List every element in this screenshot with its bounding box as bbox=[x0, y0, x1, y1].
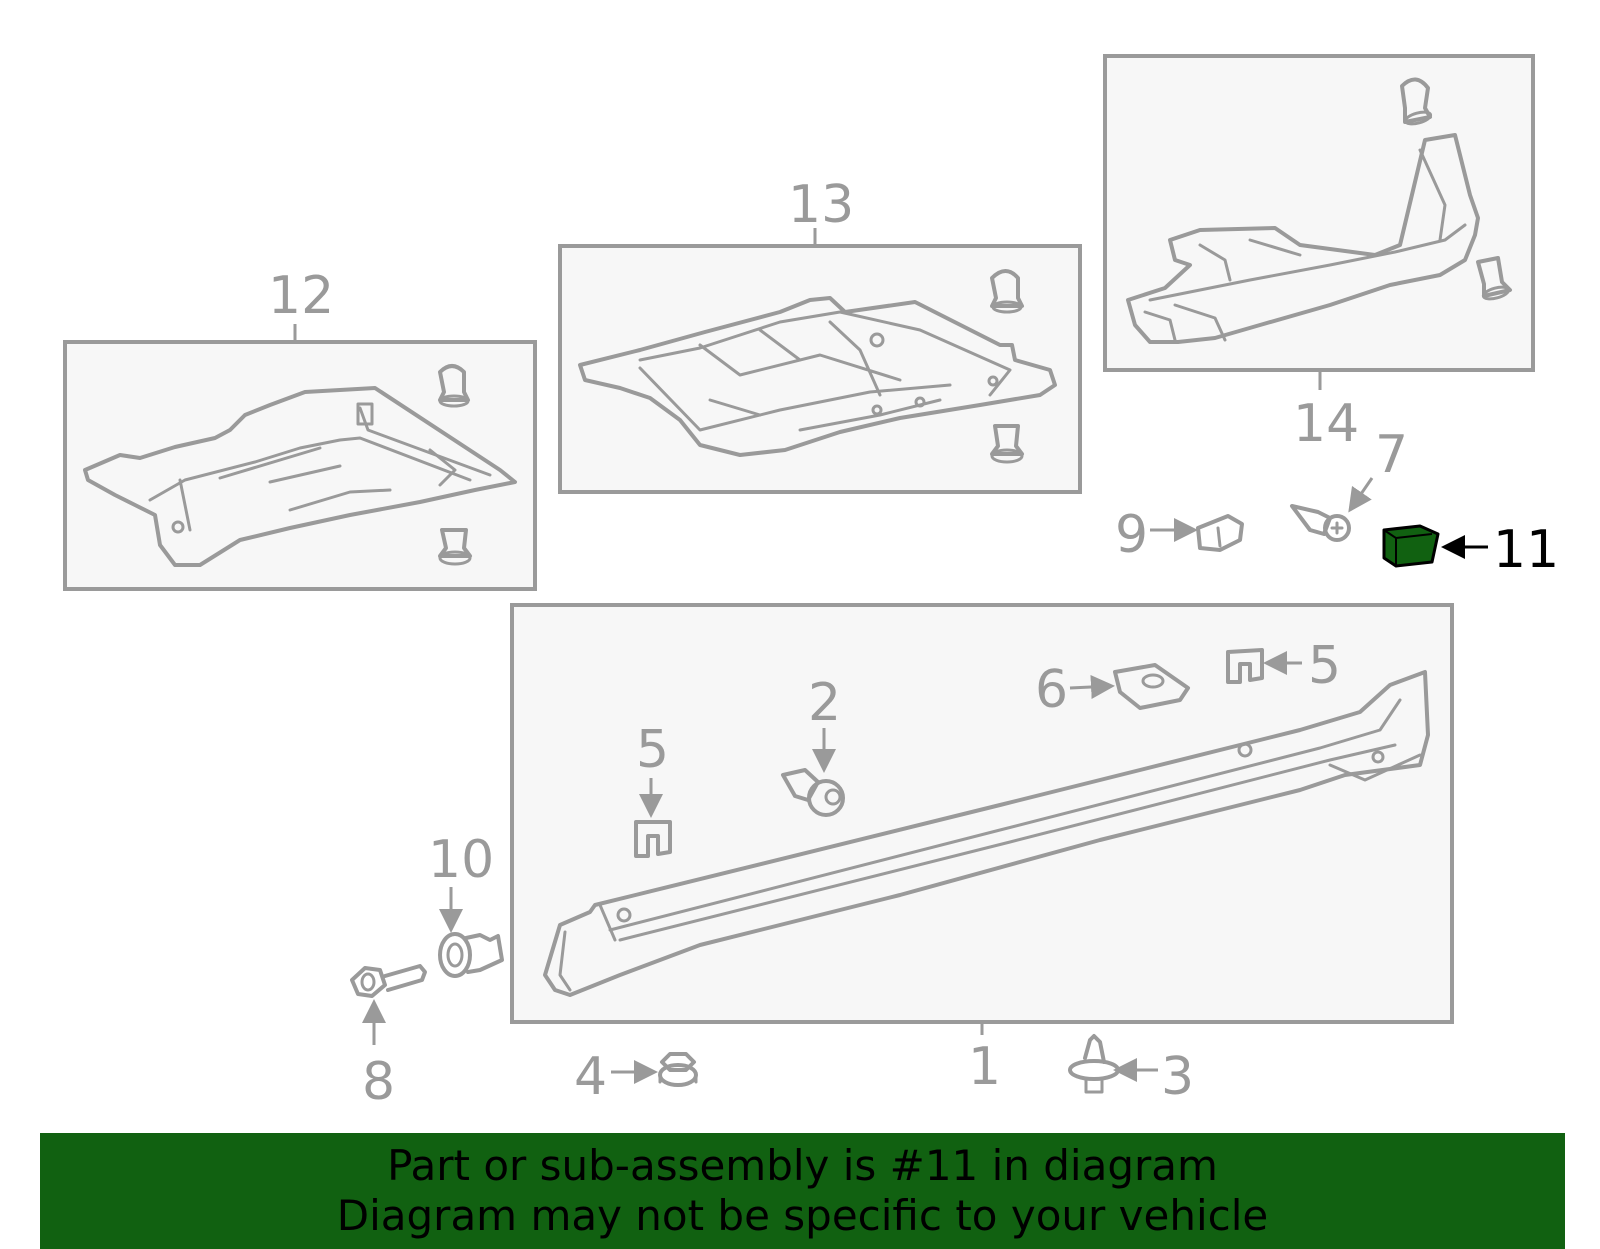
group-14-box bbox=[1103, 54, 1535, 390]
part-5-clip-left bbox=[634, 820, 672, 858]
part-7-screw bbox=[1290, 504, 1351, 542]
callout-12: 12 bbox=[268, 266, 334, 326]
part-2-clip bbox=[781, 768, 845, 817]
callout-3: 3 bbox=[1161, 1047, 1194, 1107]
part-3-pin-clip bbox=[1068, 1034, 1120, 1094]
part-9-cap bbox=[1196, 514, 1244, 552]
banner-line-2: Diagram may not be specific to your vehi… bbox=[336, 1191, 1269, 1240]
part-5-clip-right bbox=[1226, 648, 1264, 684]
callout-5-right: 5 bbox=[1308, 636, 1341, 696]
banner-line-1: Part or sub-assembly is #11 in diagram bbox=[387, 1141, 1218, 1190]
callout-14: 14 bbox=[1293, 394, 1359, 454]
callout-9: 9 bbox=[1115, 505, 1148, 565]
group-12-box bbox=[63, 324, 537, 591]
clip-12-upper bbox=[438, 364, 470, 408]
callout-8: 8 bbox=[362, 1052, 395, 1112]
callout-5-left: 5 bbox=[636, 720, 669, 780]
part-4-nut bbox=[658, 1052, 698, 1087]
group-13-box bbox=[558, 228, 1082, 494]
part-11-plug[interactable] bbox=[1382, 524, 1440, 568]
callout-6: 6 bbox=[1035, 660, 1068, 720]
clip-14-lower bbox=[1476, 256, 1512, 301]
callout-4: 4 bbox=[574, 1047, 607, 1107]
clip-13-upper bbox=[990, 269, 1024, 314]
callout-1: 1 bbox=[968, 1037, 1001, 1097]
group-1-box bbox=[510, 603, 1454, 1035]
part-10-grommet bbox=[438, 932, 504, 978]
info-banner: Part or sub-assembly is #11 in diagram D… bbox=[40, 1133, 1565, 1249]
clip-13-lower bbox=[990, 424, 1024, 464]
part-6-nut bbox=[1113, 663, 1190, 710]
clip-14-upper bbox=[1400, 77, 1433, 126]
callout-10: 10 bbox=[428, 830, 494, 890]
clip-12-lower bbox=[438, 528, 472, 566]
callout-13: 13 bbox=[788, 175, 854, 235]
part-8-bolt bbox=[350, 964, 427, 998]
callout-11: 11 bbox=[1493, 520, 1559, 580]
callout-2: 2 bbox=[808, 673, 841, 733]
callout-7: 7 bbox=[1375, 425, 1408, 485]
